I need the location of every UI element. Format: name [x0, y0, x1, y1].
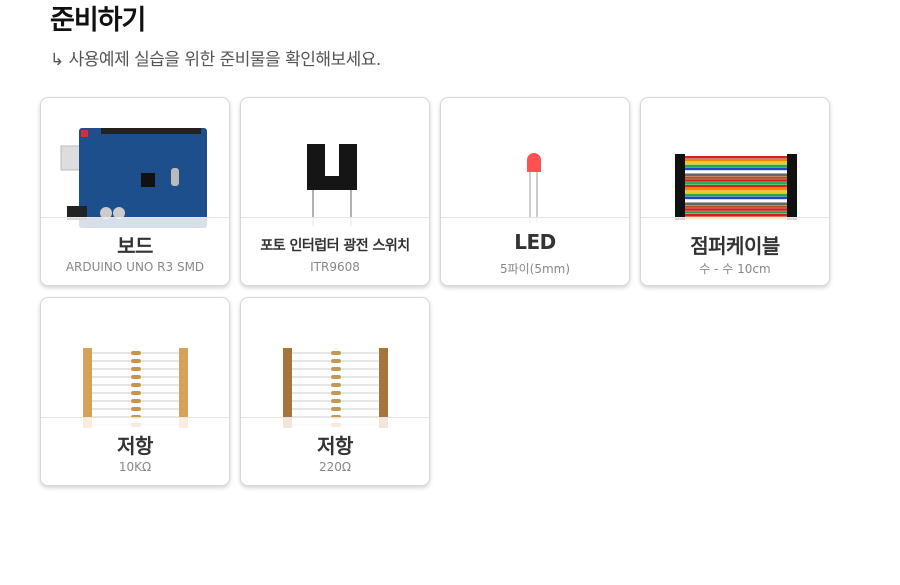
item-card-resistor-10k[interactable]: 저항 10KΩ [40, 297, 230, 486]
jumper-cable-image [675, 154, 797, 220]
page-subtitle: ↳ 사용예제 실습을 위한 준비물을 확인해보세요. [50, 50, 381, 70]
item-name: 저항 [317, 434, 353, 458]
item-spec: 220Ω [318, 460, 352, 474]
page-title: 준비하기 [50, 5, 146, 36]
item-name: 저항 [117, 434, 153, 458]
arduino-board-image [60, 128, 207, 228]
resistor-image [283, 348, 388, 428]
item-spec: 5파이(5mm) [499, 262, 571, 276]
item-spec: ARDUINO UNO R3 SMD [65, 260, 205, 274]
item-name: 점퍼케이블 [690, 234, 780, 258]
item-name: 포토 인터럽터 광전 스위치 [260, 238, 410, 254]
item-spec: 수 - 수 10cm [699, 262, 771, 276]
led-image [527, 153, 541, 223]
item-card-jumper-cable[interactable]: 점퍼케이블 수 - 수 10cm [640, 97, 830, 286]
item-card-board[interactable]: 보드 ARDUINO UNO R3 SMD [40, 97, 230, 286]
item-name: 보드 [117, 234, 153, 258]
item-spec: 10KΩ [118, 460, 152, 474]
item-spec: ITR9608 [310, 260, 360, 274]
item-card-photo-interrupter[interactable]: 포토 인터럽터 광전 스위치 ITR9608 [240, 97, 430, 286]
item-card-resistor-220[interactable]: 저항 220Ω [240, 297, 430, 486]
item-name: LED [514, 230, 556, 254]
item-card-led[interactable]: LED 5파이(5mm) [440, 97, 630, 286]
